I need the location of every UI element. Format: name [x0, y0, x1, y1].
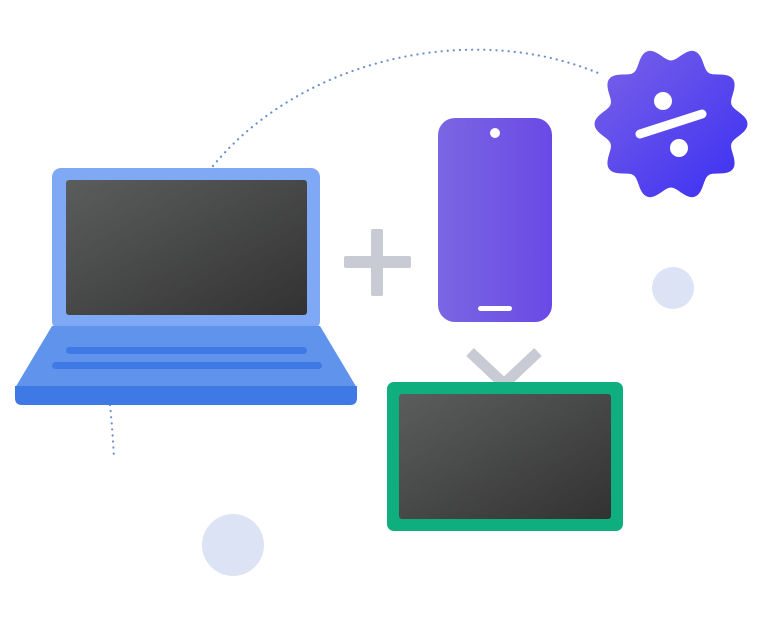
laptop-icon — [15, 168, 357, 405]
laptop-base — [15, 326, 357, 388]
decor-circle-right — [652, 267, 694, 309]
percent-dot-top — [654, 92, 672, 110]
laptop-base-edge — [15, 386, 357, 405]
decor-circle-bottom — [202, 514, 264, 576]
percent-discount-icon — [594, 50, 748, 198]
plus-icon — [344, 229, 411, 296]
phone-home-bar — [478, 306, 512, 311]
tv-antenna-icon — [466, 347, 542, 388]
phone-camera — [490, 128, 500, 138]
tv-screen — [399, 394, 611, 519]
laptop-screen — [66, 180, 307, 315]
phone-body — [438, 118, 552, 322]
dotted-connector-bottom — [108, 403, 116, 460]
percent-slash — [635, 109, 707, 139]
laptop-keyboard-row-1 — [66, 347, 307, 354]
percent-dot-bottom — [670, 139, 688, 157]
laptop-keyboard-row-2 — [52, 362, 322, 369]
tv-icon — [387, 382, 623, 531]
phone-icon — [438, 118, 552, 322]
